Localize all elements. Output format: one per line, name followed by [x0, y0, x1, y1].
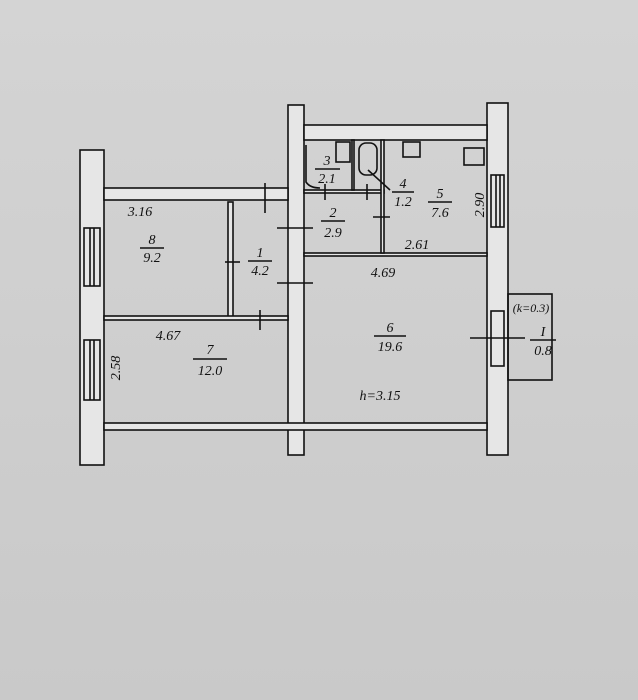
- room8-top-wall: [103, 187, 289, 201]
- room-6-number: 6: [387, 321, 394, 336]
- window-kitchen: [490, 174, 505, 228]
- top-wall: [303, 124, 488, 141]
- dimension-labels: 3.16 2.61 4.69 4.67 2.58 2.90: [109, 193, 488, 381]
- room-4-number: 4: [400, 177, 407, 192]
- partition-3-4: [351, 139, 355, 191]
- dim-room6-width: 4.69: [371, 266, 396, 281]
- right-outer-wall: [486, 102, 509, 456]
- dim-kitchen-depth: 2.90: [473, 193, 488, 218]
- fixtures: [305, 141, 485, 191]
- partition-kitchen-6: [303, 252, 488, 257]
- ceiling-height: h=3.15: [360, 389, 401, 404]
- room-6-area: 19.6: [378, 340, 403, 355]
- dim-kitchen-width: 2.61: [405, 238, 430, 253]
- balcony-area: 0.8: [534, 344, 552, 359]
- sink-icon: [335, 141, 351, 163]
- partition-8-1: [227, 201, 234, 318]
- door-marks: [225, 183, 525, 339]
- room-1-area: 4.2: [251, 264, 269, 279]
- balcony-number: I: [540, 325, 547, 340]
- dim-room7-depth: 2.58: [109, 356, 124, 381]
- windows: [83, 174, 505, 401]
- room-7-number: 7: [207, 343, 215, 358]
- toilet-icon: [358, 142, 378, 176]
- balcony: [507, 293, 553, 381]
- room-1-number: 1: [257, 246, 264, 261]
- room-3-area: 2.1: [318, 172, 336, 187]
- room-3-number: 3: [323, 154, 331, 169]
- bottom-wall: [103, 422, 488, 431]
- partition-bath-hall: [303, 189, 385, 194]
- room-5-number: 5: [437, 187, 444, 202]
- kitchen-sink-icon: [402, 141, 421, 158]
- room-8-number: 8: [149, 233, 156, 248]
- room-4-area: 1.2: [394, 195, 412, 210]
- middle-wall: [287, 104, 305, 456]
- walls: [79, 102, 509, 466]
- room-labels: 3 2.1 4 1.2 5 7.6 2 2.9 8 9.2 1 4.2 6 19…: [140, 154, 556, 404]
- partition-8-7: [103, 315, 289, 321]
- dim-room7-width: 4.67: [156, 329, 182, 344]
- window-room8: [83, 227, 101, 287]
- stove-icon: [463, 147, 485, 166]
- room-5-area: 7.6: [431, 206, 449, 221]
- room-2-number: 2: [330, 206, 337, 221]
- room-7-area: 12.0: [198, 364, 223, 379]
- left-outer-wall: [79, 149, 105, 466]
- bathtub-icon: [305, 145, 321, 189]
- room-2-area: 2.9: [324, 226, 342, 241]
- dim-room8-width: 3.16: [127, 205, 153, 220]
- window-room7: [83, 339, 101, 401]
- partition-kitchen: [380, 139, 385, 254]
- balcony-coefficient: (k=0.3): [513, 301, 549, 315]
- room-8-area: 9.2: [143, 251, 161, 266]
